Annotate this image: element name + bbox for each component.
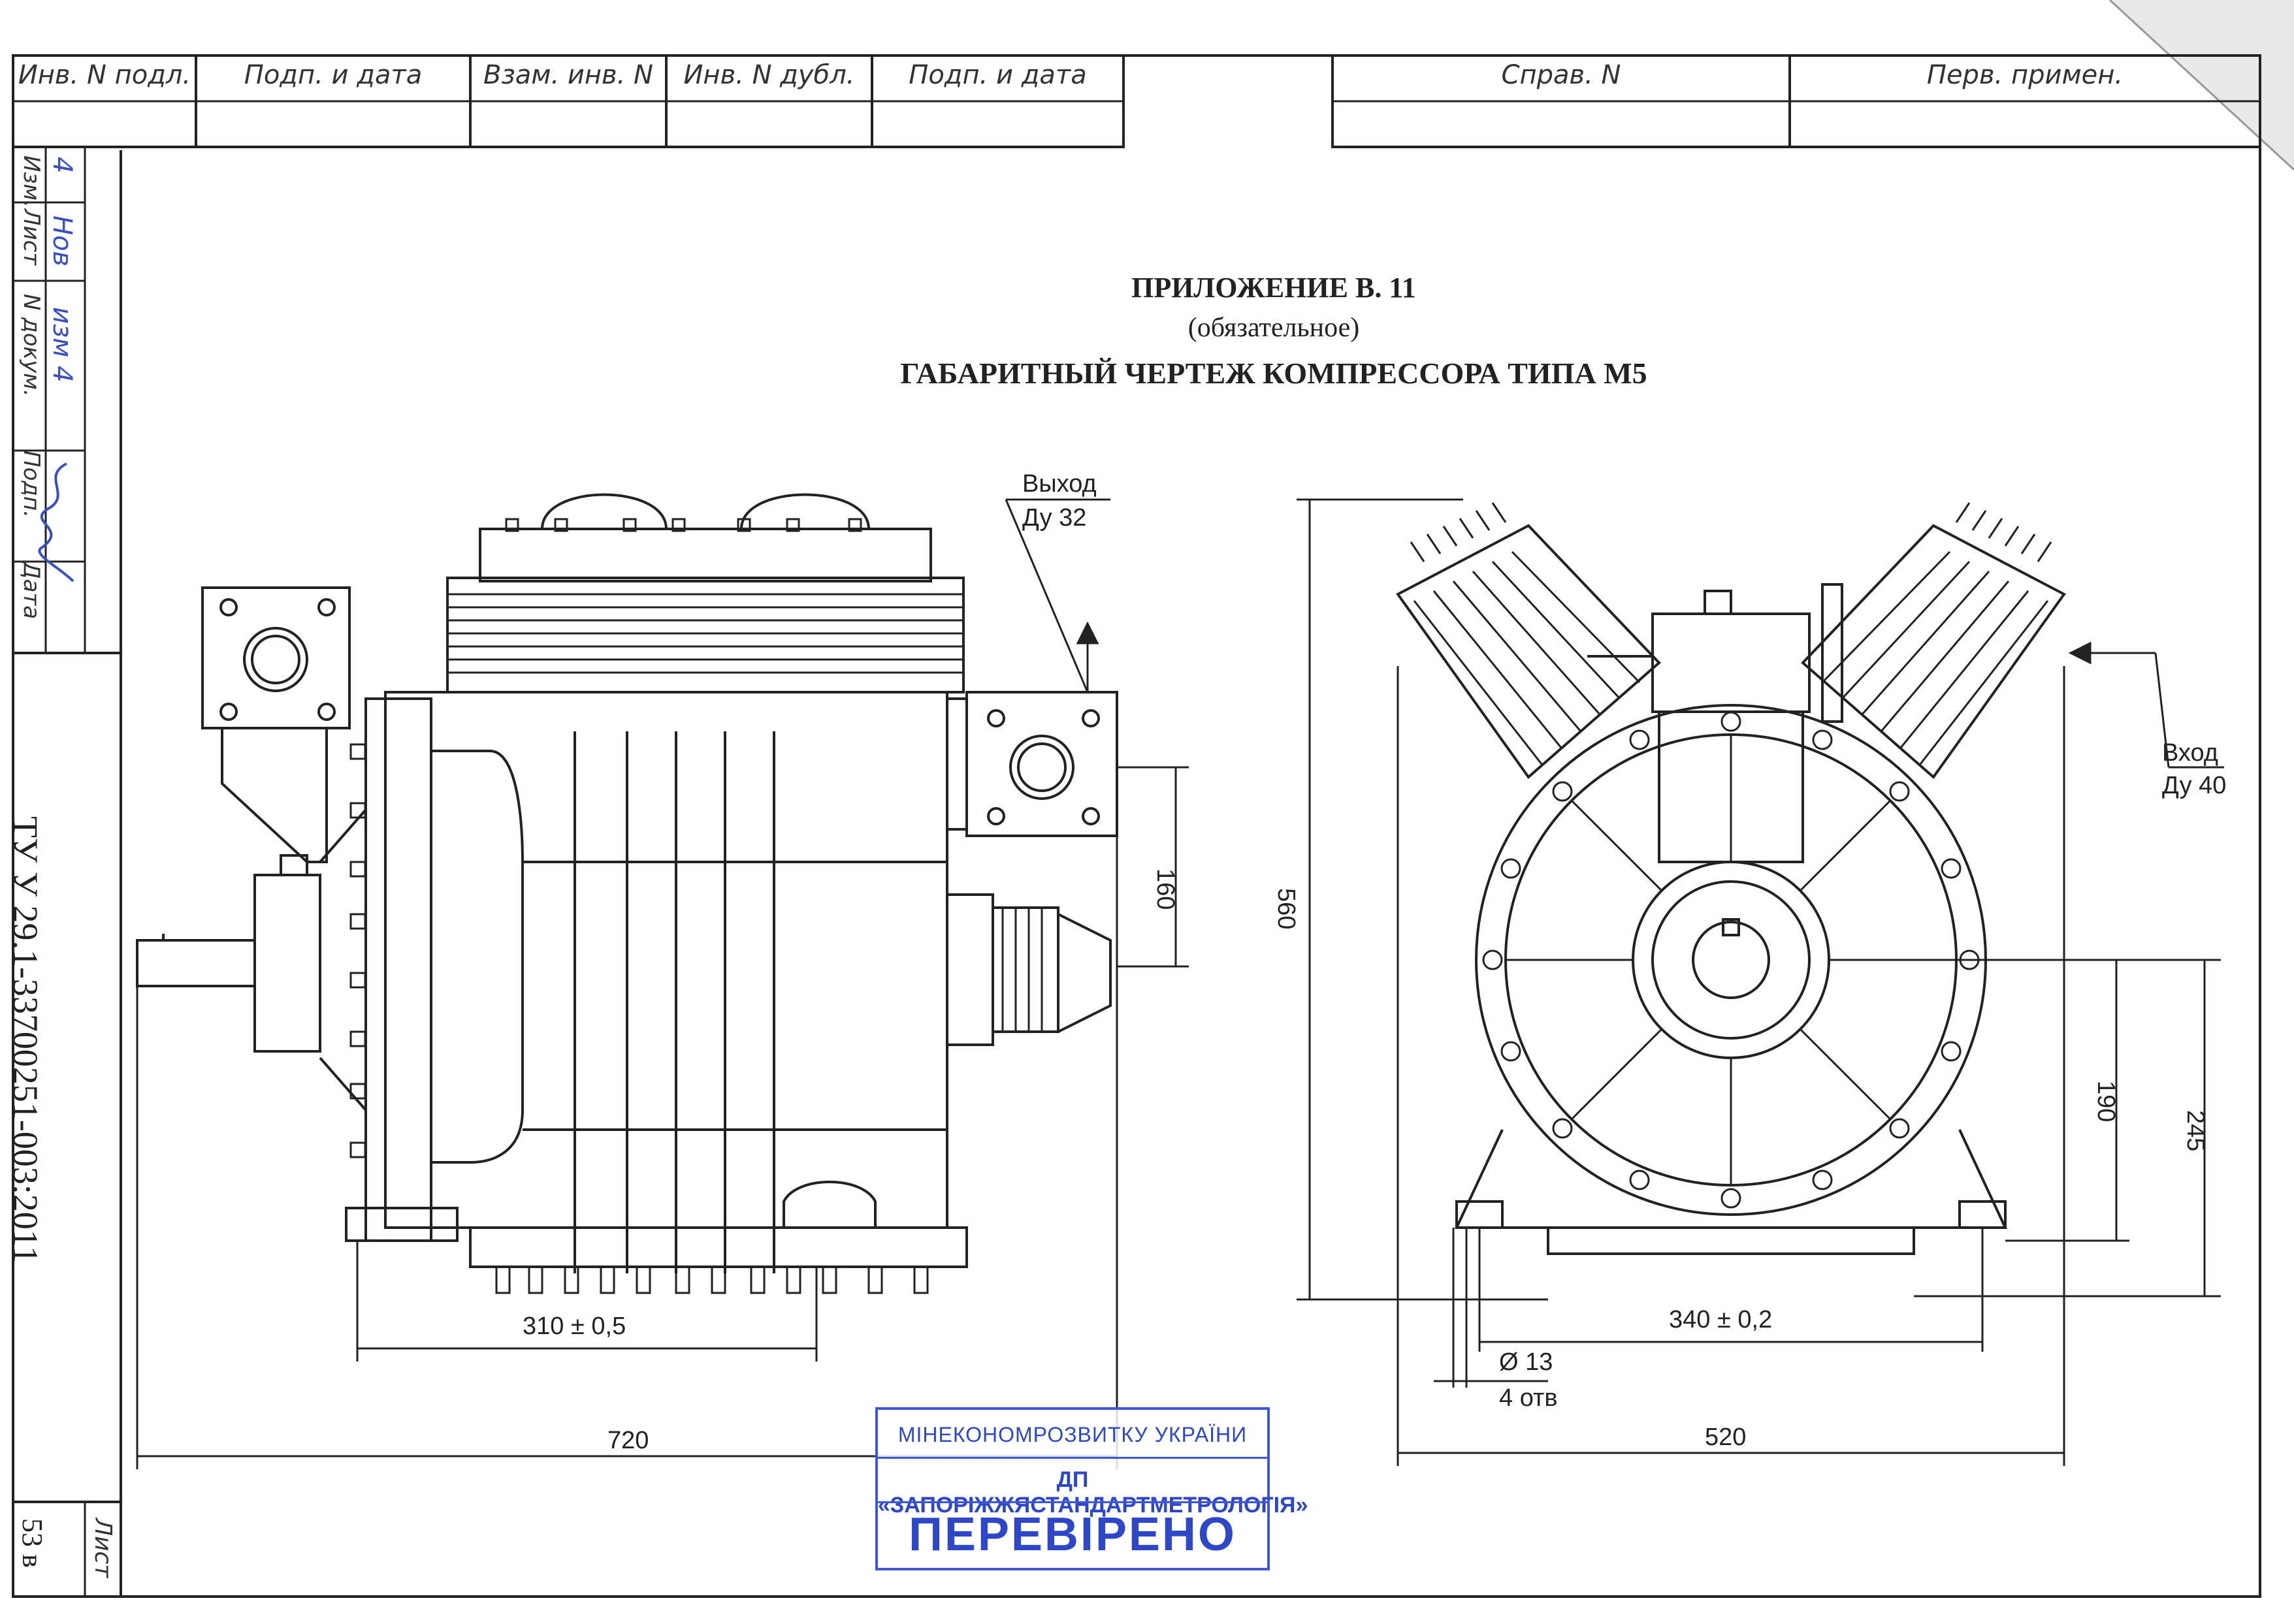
title-appendix: ПРИЛОЖЕНИЕ В. 11: [1131, 272, 1416, 304]
stamp-ministry: МІНЕКОНОМРОЗВИТКУ УКРАЇНИ: [897, 1423, 1248, 1446]
stamp-cell-podp-data-2: Подп. и дата: [909, 60, 1087, 90]
title-mandatory: (обязательное): [1187, 313, 1360, 343]
hole-count: 4 отв: [1499, 1384, 1558, 1412]
top-stamp-grid: [12, 54, 2261, 148]
stamp-cell-perv-primen: Перв. примен.: [1926, 60, 2124, 90]
side-stamp-grid: [13, 146, 121, 1597]
inlet-size: Ду 40: [2162, 772, 2227, 799]
dim-340: 340 ± 0,2: [1669, 1306, 1773, 1333]
stamp-cell-inv-dubl: Инв. N дубл.: [683, 60, 855, 90]
hole-diameter: Ø 13: [1499, 1348, 1553, 1376]
stamp-cell-podp-data-1: Подп. и дата: [244, 60, 423, 90]
dim-560: 560: [1272, 888, 1300, 930]
verification-stamp: МІНЕКОНОМРОЗВИТКУ УКРАЇНИ ДП «ЗАПОРІЖЖЯС…: [875, 1407, 1308, 1570]
stamp-organization: ДП «ЗАПОРІЖЖЯСТАНДАРТМЕТРОЛОГІЯ»: [878, 1467, 1308, 1518]
outlet-label: Выход: [1022, 470, 1097, 498]
inlet-label: Вход: [2162, 739, 2218, 767]
dim-720: 720: [607, 1427, 649, 1454]
stamp-divider-2: [878, 1501, 1267, 1503]
stamp-cell-inv-podl: Инв. N подл.: [18, 60, 191, 90]
dim-160: 160: [1152, 868, 1179, 910]
dim-245: 245: [2182, 1110, 2209, 1152]
stamp-verified: ПЕРЕВІРЕНО: [909, 1508, 1236, 1561]
stamp-divider: [878, 1457, 1267, 1459]
dim-520: 520: [1705, 1424, 1747, 1451]
dim-190: 190: [2092, 1081, 2120, 1122]
stamp-cell-sprav: Справ. N: [1501, 60, 1621, 90]
outlet-size: Ду 32: [1022, 504, 1087, 532]
title-drawing-name: ГАБАРИТНЫЙ ЧЕРТЕЖ КОМПРЕССОРА ТИПА М5: [900, 357, 1647, 390]
side-signature: [38, 462, 74, 582]
dim-310: 310 ± 0,5: [523, 1313, 626, 1340]
stamp-cell-vzam-inv: Взам. инв. N: [483, 60, 653, 90]
